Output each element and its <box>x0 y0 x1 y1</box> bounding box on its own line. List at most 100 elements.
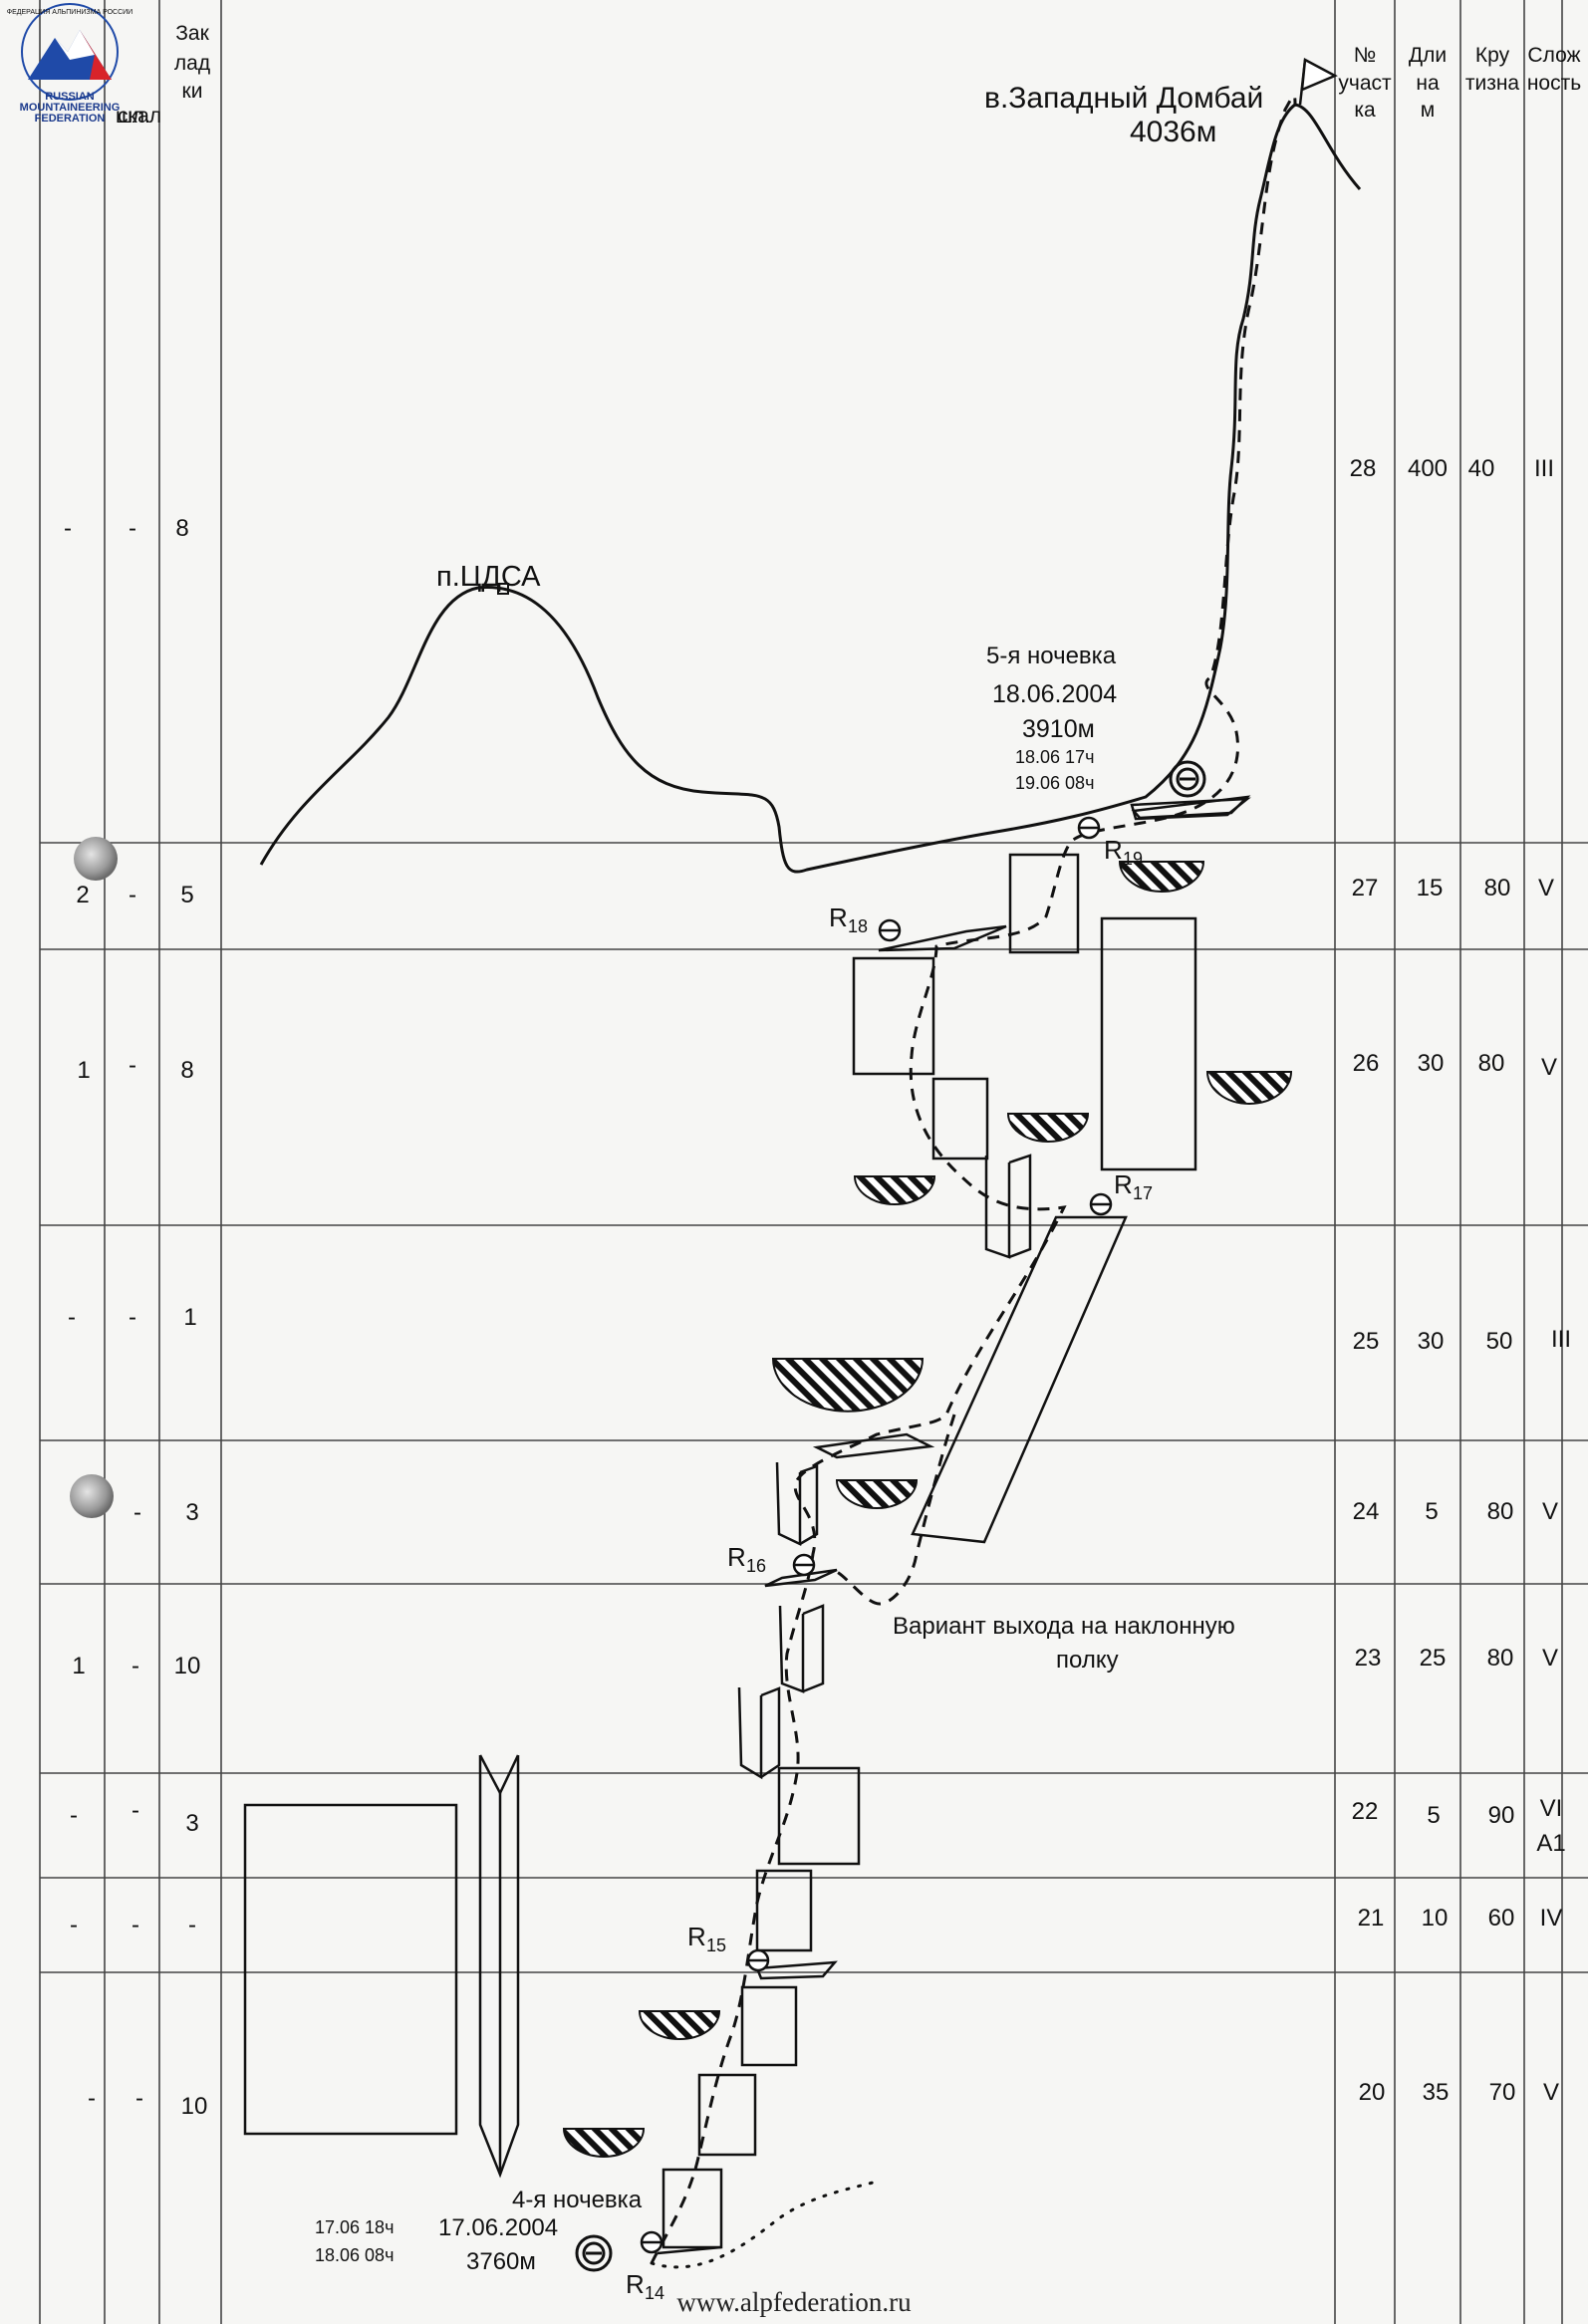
cell-steep: 80 <box>1484 875 1511 902</box>
footer-url: www.alpfederation.ru <box>676 2287 912 2317</box>
cell-num: 22 <box>1352 1798 1379 1825</box>
belay-r14-sub: 14 <box>645 2283 664 2303</box>
belay-r17-sub: 17 <box>1133 1183 1153 1203</box>
cell-num: 28 <box>1350 455 1377 482</box>
header-num-3: ка <box>1354 99 1376 122</box>
logo-line: FEDERATION <box>34 113 106 125</box>
punch-hole <box>70 1474 114 1518</box>
cell: - <box>70 1802 78 1829</box>
logo-caption: RUSSIAN MOUNTAINEERING FEDERATION <box>14 92 126 125</box>
bivouac5-title: 5-я ночевка <box>986 643 1117 669</box>
cell: - <box>133 1499 141 1526</box>
overhang-hatch <box>562 861 1293 2158</box>
cell-diff: IV <box>1540 1905 1563 1932</box>
cell-steep: 80 <box>1478 1050 1505 1077</box>
cell: 3 <box>185 1810 198 1837</box>
header-col2: скал <box>118 105 161 128</box>
bivouac5-time2: 19.06 08ч <box>1015 773 1094 793</box>
cell-num: 21 <box>1358 1905 1385 1932</box>
cell-steep: 70 <box>1489 2079 1516 2106</box>
cell: - <box>135 2085 143 2112</box>
belay-r16-sub: 16 <box>746 1556 766 1576</box>
belay-r14-label: R <box>626 2269 645 2299</box>
belay-r15-label: R <box>687 1922 706 1951</box>
left-table-values: - - 8 2 - 5 1 - 8 - - 1 - 3 1 - 10 - - 3… <box>64 515 207 2120</box>
cell-steep: 40 <box>1468 455 1495 482</box>
cell-len: 5 <box>1425 1498 1438 1525</box>
cell: 8 <box>175 515 188 542</box>
cell-steep: 80 <box>1487 1498 1514 1525</box>
belay-r17-label: R <box>1114 1169 1133 1199</box>
punch-hole <box>74 837 118 881</box>
cell-diff: III <box>1534 455 1554 482</box>
bivouac4-date: 17.06.2004 <box>438 2214 558 2241</box>
header-len-3: м <box>1421 99 1435 122</box>
belay-r18-label: R <box>829 903 848 932</box>
cell: - <box>129 515 136 542</box>
cell: - <box>132 1653 139 1679</box>
cell: - <box>129 1052 136 1079</box>
logo-line: MOUNTAINEERING <box>19 102 121 114</box>
header-num-2: участ <box>1338 72 1392 95</box>
bivouac4-title: 4-я ночевка <box>512 2187 643 2213</box>
header-diff-1: Слож <box>1527 44 1580 67</box>
cell: 10 <box>174 1653 201 1679</box>
cell-diff: V <box>1543 2079 1559 2106</box>
cell-num: 23 <box>1355 1645 1382 1672</box>
cell-steep: 80 <box>1487 1645 1514 1672</box>
cell-diff: III <box>1551 1326 1571 1353</box>
cell-len: 400 <box>1408 455 1448 482</box>
logo-ring-text: ФЕДЕРАЦИЯ АЛЬПИНИЗМА РОССИИ <box>7 9 132 16</box>
header-steep-2: тизна <box>1465 72 1520 95</box>
bivouac4-time1: 17.06 18ч <box>315 2217 394 2237</box>
header-len-2: на <box>1416 72 1440 95</box>
cell-steep: 60 <box>1488 1905 1515 1932</box>
peak-cdsa-label: п.ЦДСА <box>436 561 541 593</box>
cell-num: 27 <box>1352 875 1379 902</box>
cell-num: 20 <box>1359 2079 1386 2106</box>
summit-height: 4036м <box>1130 116 1216 148</box>
summit-name: в.Западный Домбай <box>984 82 1263 115</box>
cell: - <box>70 1912 78 1938</box>
belay-r15-sub: 15 <box>706 1936 726 1955</box>
cell-len: 30 <box>1418 1050 1445 1077</box>
cell: - <box>68 1304 76 1331</box>
cell-len: 25 <box>1420 1645 1447 1672</box>
variant-note-2: полку <box>1056 1647 1119 1674</box>
bivouac5-date: 18.06.2004 <box>992 680 1117 708</box>
right-table-values: 28 400 40 III 27 15 80 V 26 30 80 V 25 3… <box>1350 455 1571 2106</box>
bivouac4-altitude: 3760м <box>466 2248 536 2275</box>
belay-r19-sub: 19 <box>1123 849 1143 869</box>
cell: - <box>129 882 136 908</box>
bivouac-icon <box>1169 760 1206 798</box>
cell: - <box>132 1912 139 1938</box>
cell-steep: 50 <box>1486 1328 1513 1355</box>
cell: - <box>88 2085 96 2112</box>
header-len-1: Дли <box>1409 44 1447 67</box>
belay-points <box>640 816 1113 2254</box>
belay-r16-label: R <box>727 1542 746 1572</box>
header-diff-2: ность <box>1527 72 1581 95</box>
cell: - <box>188 1912 196 1938</box>
header-zakladki-1: Зак <box>175 22 209 45</box>
header-col3: шл. <box>116 105 150 128</box>
cell-steep: 90 <box>1488 1802 1515 1829</box>
header-zakladki-2: лад <box>174 52 210 75</box>
cell: 3 <box>185 1499 198 1526</box>
cell-num: 24 <box>1353 1498 1380 1525</box>
cell: 5 <box>180 882 193 908</box>
cell: 1 <box>72 1653 85 1679</box>
route-line <box>650 94 1297 2264</box>
cell-len: 10 <box>1422 1905 1449 1932</box>
bivouac5-altitude: 3910м <box>1022 715 1095 743</box>
bivouac5-time1: 18.06 17ч <box>1015 747 1094 767</box>
cell-len: 35 <box>1423 2079 1450 2106</box>
cell-diff: V <box>1542 1498 1558 1525</box>
cell: - <box>129 1304 136 1331</box>
cell: 1 <box>183 1304 196 1331</box>
belay-r19-label: R <box>1104 835 1123 865</box>
cell: 8 <box>180 1057 193 1084</box>
cell: 2 <box>76 882 89 908</box>
summit-flag-icon <box>1298 58 1338 106</box>
